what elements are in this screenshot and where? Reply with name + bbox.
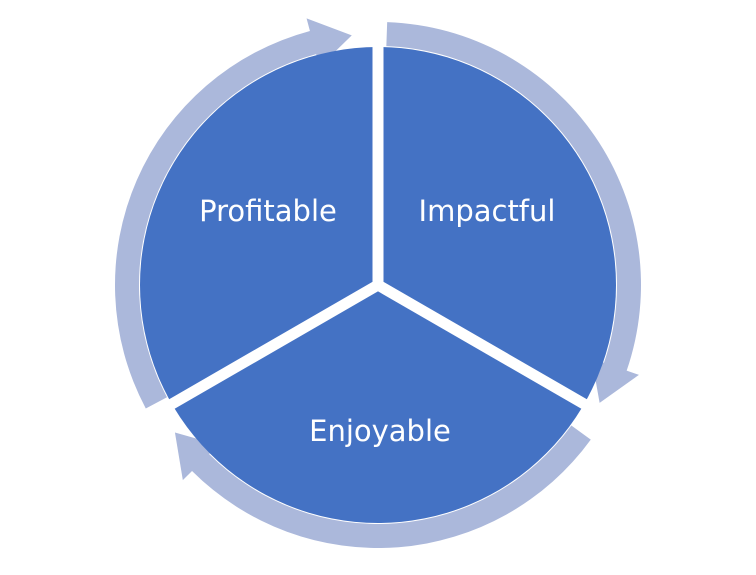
segment-divider-left (130, 280, 381, 432)
segment-label-impactful: Impactful (419, 194, 556, 228)
segment-label-profitable: Profitable (199, 194, 337, 228)
cycle-arrow-to-profitable (174, 425, 591, 549)
cycle-segments (130, 2, 626, 523)
segment-divider-hub (372, 279, 384, 291)
segment-label-enjoyable: Enjoyable (309, 414, 451, 448)
segment-divider-right (375, 280, 626, 432)
cycle-arrow-to-enjoyable (386, 22, 641, 403)
cycle-labels: Profitable Impactful Enjoyable (199, 194, 555, 448)
